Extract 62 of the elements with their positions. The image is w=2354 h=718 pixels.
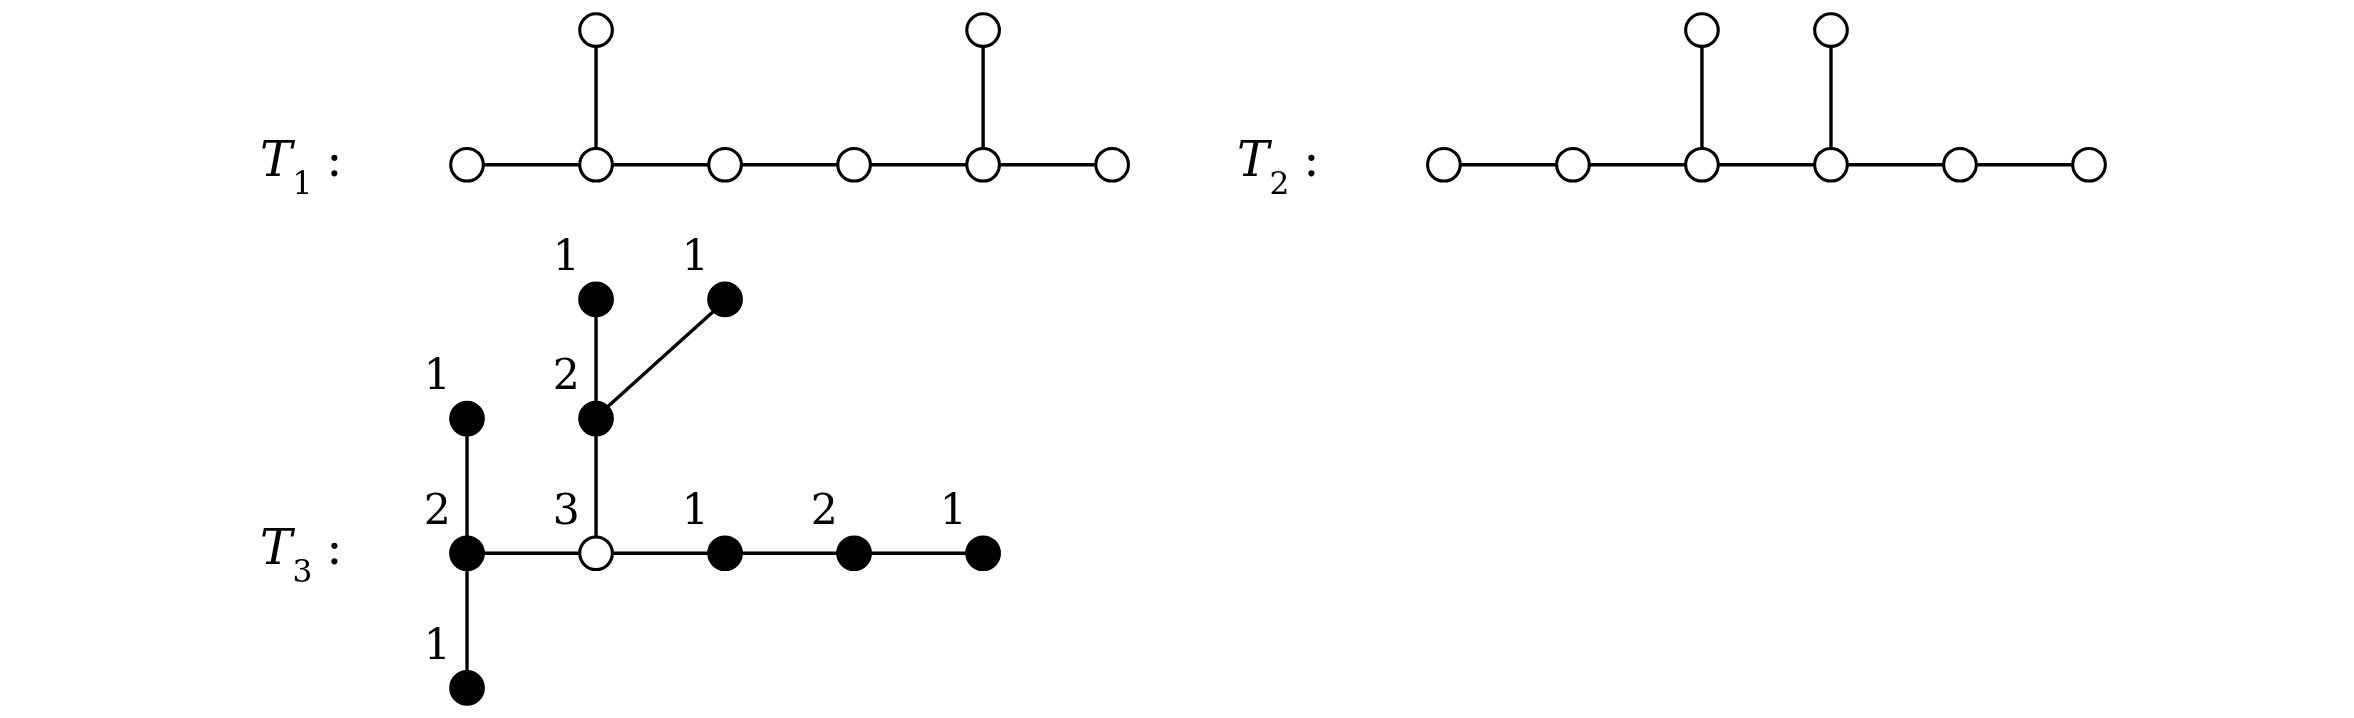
node-circle	[1426, 146, 1462, 183]
connector	[1460, 163, 1557, 167]
node-circle	[449, 146, 485, 183]
node-circle	[965, 12, 1001, 48]
connector	[465, 569, 469, 672]
node-circle	[965, 535, 1001, 572]
node-label: 1	[939, 485, 967, 535]
connector	[999, 163, 1096, 167]
node-circle	[1555, 146, 1591, 183]
node-label: 1	[552, 231, 580, 281]
connector	[1976, 163, 2073, 167]
connector	[465, 435, 469, 537]
connector	[483, 551, 580, 555]
connector	[870, 163, 967, 167]
node-circle	[578, 12, 614, 48]
node-circle	[449, 535, 485, 572]
node-circle	[1684, 146, 1720, 183]
label: T$_{2}$ :	[1236, 130, 1320, 201]
label: T$_{1}$ :	[260, 130, 343, 201]
node-label: 1	[681, 485, 709, 535]
connector	[1829, 46, 1833, 149]
node-label: 2	[423, 485, 451, 535]
node-circle	[449, 400, 485, 437]
node-label: 2	[552, 350, 580, 400]
connector	[870, 551, 967, 555]
node-circle	[707, 281, 743, 318]
connector	[1700, 46, 1704, 149]
node-circle	[1684, 12, 1720, 48]
connector	[1718, 163, 1815, 167]
node-label: 1	[423, 619, 451, 669]
node-circle	[707, 146, 743, 183]
connector	[1589, 163, 1686, 167]
node-circle	[578, 281, 614, 318]
node-label: 3	[552, 485, 580, 535]
node-label: 1	[681, 231, 709, 281]
node-circle	[578, 535, 614, 572]
node-circle	[707, 535, 743, 572]
connector	[594, 46, 598, 149]
connector	[741, 163, 838, 167]
node-circle	[578, 146, 614, 183]
node-circle	[836, 535, 872, 572]
node-circle	[1094, 146, 1130, 183]
connector	[612, 551, 709, 555]
connector	[594, 316, 598, 402]
node-circle	[449, 670, 485, 706]
node-circle	[836, 146, 872, 183]
node-circle	[2071, 146, 2107, 183]
connector	[612, 163, 709, 167]
connector	[741, 551, 838, 555]
label: T$_{3}$ :	[260, 519, 343, 590]
connector	[1847, 163, 1944, 167]
connector	[483, 163, 580, 167]
connector	[606, 309, 715, 408]
connector	[981, 46, 985, 149]
node-circle	[578, 400, 614, 437]
node-label: 2	[810, 485, 838, 535]
node-circle	[1942, 146, 1978, 183]
connector	[594, 435, 598, 537]
node-circle	[1813, 146, 1849, 183]
node-circle	[965, 146, 1001, 183]
node-label: 1	[423, 350, 451, 400]
node-circle	[1813, 12, 1849, 48]
